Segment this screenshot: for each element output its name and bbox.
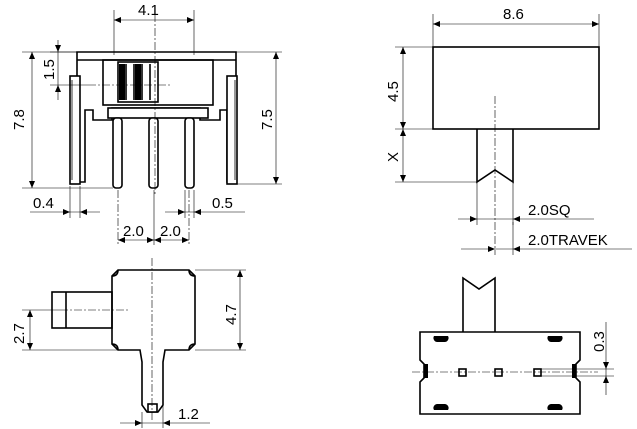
dim-pin-thickness: 0.5 [212, 195, 233, 212]
pad-bottom-left [433, 403, 449, 410]
front-base-bar [107, 107, 209, 119]
dim-top-width: 4.1 [138, 2, 159, 19]
bottom-view: 4.7 2.7 1.2 [11, 258, 246, 428]
dim-pitch-right: 2.0 [160, 223, 181, 240]
pad-top-left [433, 336, 449, 343]
front-view: 4.1 1.5 7.8 7.5 0.4 0.5 2 [11, 2, 282, 245]
dim-overall-height: 7.8 [11, 109, 28, 130]
front-right-rail [226, 75, 238, 185]
side-view: 8.6 4.5 X 2.0SQ 2.0TRAVEK [385, 6, 632, 255]
dim-side-width: 8.6 [503, 6, 524, 23]
front-housing [102, 59, 214, 106]
front-pin-right [184, 117, 195, 189]
dim-slider-height: 1.5 [41, 59, 58, 80]
dim-pitch-left: 2.0 [123, 223, 144, 240]
dim-bottom-height: 4.7 [223, 304, 240, 325]
bottom-body-outline [111, 269, 196, 413]
pad-bottom-right [547, 403, 563, 410]
pin-hole-left [458, 368, 467, 377]
dim-pin-offset: 0.4 [33, 195, 54, 212]
dim-travel: 2.0TRAVEK [528, 232, 608, 249]
pin-hole-right [533, 368, 542, 377]
dim-body-height: 7.5 [259, 109, 276, 130]
bottom-tab-pad [147, 403, 158, 413]
dim-tab-width: 1.2 [178, 406, 199, 423]
dim-actuator-offset: 2.7 [11, 323, 28, 344]
dim-actuator-length: X [385, 152, 402, 162]
footprint-actuator [462, 276, 496, 332]
dim-actuator-square: 2.0SQ [528, 202, 571, 219]
side-body [432, 46, 600, 130]
dim-side-height: 4.5 [385, 81, 402, 102]
front-pin-center [148, 117, 159, 189]
pad-top-right [547, 336, 563, 343]
front-slider [117, 61, 159, 103]
dim-pad-offset: 0.3 [591, 331, 608, 352]
footprint-view: 0.3 [412, 276, 614, 415]
front-pin-left [112, 117, 123, 189]
front-left-rail [69, 75, 81, 185]
pin-hole-center [494, 368, 503, 377]
